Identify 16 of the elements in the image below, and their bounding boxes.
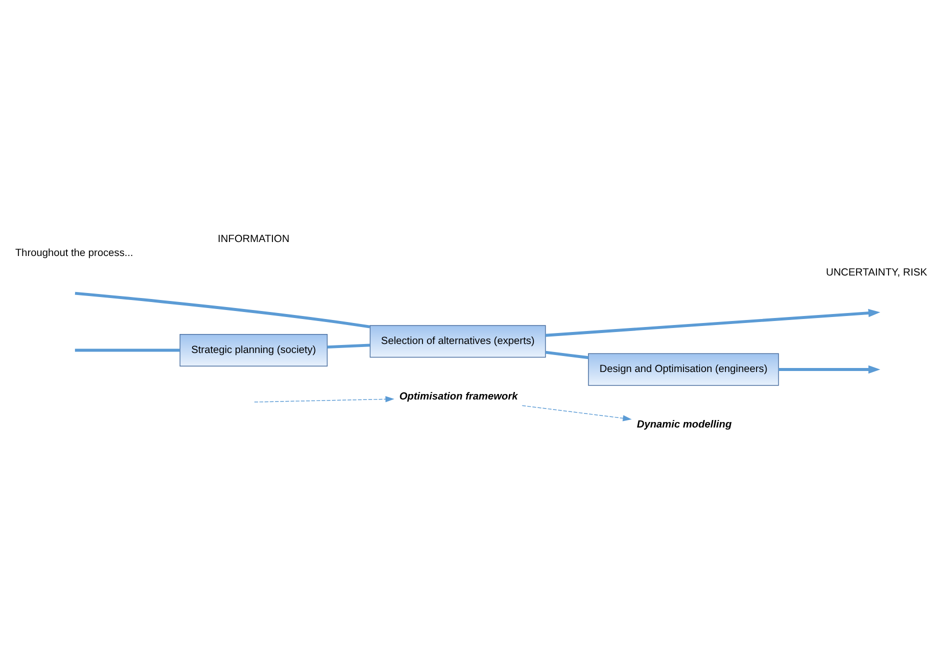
node-text: Dynamic modelling	[636, 419, 732, 430]
connector	[545, 350, 589, 359]
label: INFORMATION	[218, 234, 290, 245]
connector	[327, 343, 370, 348]
node-box: Strategic planning (society)	[180, 333, 328, 366]
connector	[74, 291, 370, 328]
arrow	[522, 404, 632, 421]
label: UNCERTAINTY, RISK	[826, 266, 928, 278]
label: Throughout the process...	[15, 248, 134, 259]
arrow	[778, 364, 880, 374]
node-box: Design and Optimisation (engineers)	[588, 352, 779, 386]
node-text: Optimisation framework	[399, 391, 518, 402]
connector	[74, 348, 180, 352]
arrow	[545, 308, 880, 336]
arrow	[254, 396, 394, 402]
node-box: Selection of alternatives (experts)	[370, 324, 546, 358]
